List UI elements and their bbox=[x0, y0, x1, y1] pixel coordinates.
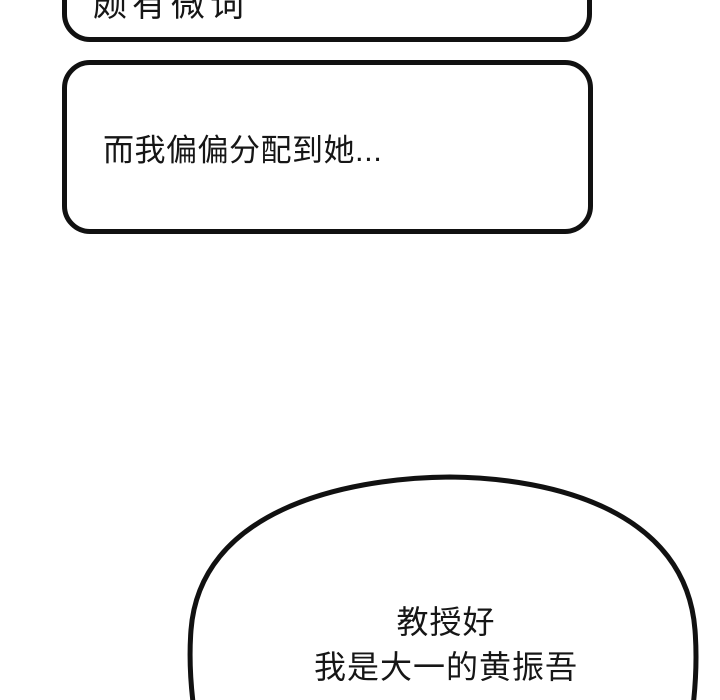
oval-outline bbox=[187, 474, 699, 700]
speech-bubble-middle: 而我偏偏分配到她... bbox=[62, 60, 593, 234]
speech-text-bottom: 教授好 我是大一的黄振吾 bbox=[186, 600, 706, 690]
speech-text-bottom-line1: 教授好 bbox=[396, 604, 496, 640]
speech-text-top: 颇有微词 bbox=[93, 0, 249, 24]
speech-text-middle: 而我偏偏分配到她... bbox=[103, 132, 383, 168]
speech-bubble-top: 颇有微词 bbox=[62, 0, 592, 42]
speech-text-bottom-line2: 我是大一的黄振吾 bbox=[313, 649, 578, 685]
